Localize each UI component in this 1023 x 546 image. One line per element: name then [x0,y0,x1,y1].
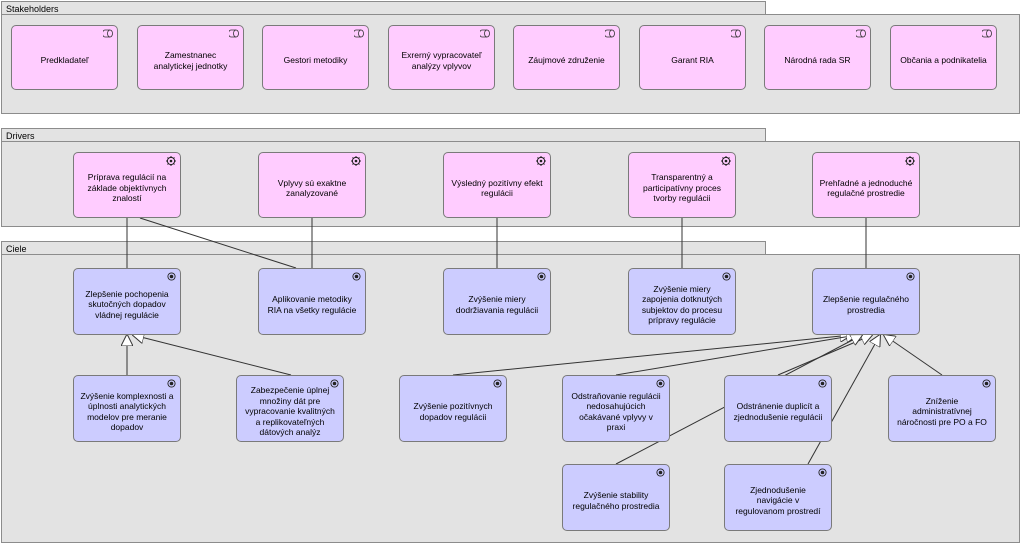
goal-target-icon [722,272,731,281]
driver-label: Príprava regulácií na základe objektívny… [87,172,167,204]
goal-label: Zvýšenie stability regulačného prostredi… [572,490,660,511]
edge-goal7-goal1 [133,335,292,376]
goal-label: Zníženie administratívnej náročnosti pre… [897,395,987,427]
actor-role-icon [731,29,741,38]
stakeholder-zaujmove-zdruzenie[interactable]: Záujmové združenie [513,25,620,90]
goal-label: Zlepšenie regulačného prostredia [822,294,909,315]
edge-goal8-goal5 [452,335,851,376]
goal-target-icon [537,272,546,281]
stakeholder-gestori[interactable]: Gestori metodiky [262,25,369,90]
stakeholder-label: Zamestnanec analytickej jednotky [153,50,228,71]
edge-goal9-goal5 [615,335,857,376]
driver-gear-icon [166,156,176,166]
goal-target-icon [167,272,176,281]
goal-label: Zvýšenie komplexnosti a úplnosti analyti… [80,390,174,433]
driver-gear-icon [721,156,731,166]
driver-gear-icon [536,156,546,166]
goal-label: Zvýšenie miery dodržiavania regulácii [455,294,539,315]
goal-target-icon [818,468,827,477]
goal-stabilita-prostredia[interactable]: Zvýšenie stability regulačného prostredi… [562,464,670,531]
stakeholder-label: Záujmové združenie [528,55,605,66]
goal-label: Zvýšenie miery zapojenia dotknutých subj… [641,283,723,326]
goal-znizenie-narocnosti[interactable]: Zníženie administratívnej náročnosti pre… [888,375,996,442]
goal-pozitivne-dopady[interactable]: Zvýšenie pozitívnych dopadov regulácii [399,375,507,442]
actor-role-icon [856,29,866,38]
stakeholder-garant-ria[interactable]: Garant RIA [639,25,746,90]
actor-role-icon [103,29,113,38]
goal-zlepsenie-pochopenia[interactable]: Zlepšenie pochopenia skutočných dopadov … [73,268,181,335]
goal-zlepsenie-prostredia[interactable]: Zlepšenie regulačného prostredia [812,268,920,335]
goal-zjednodusenie-navigacie[interactable]: Zjednodušenie navigácie v regulovanom pr… [724,464,832,531]
goal-target-icon [656,379,665,388]
driver-gear-icon [905,156,915,166]
goal-target-icon [330,379,339,388]
driver-prehladne-prostredie[interactable]: Prehľadné a jednoduché regulačné prostre… [812,152,920,218]
stakeholder-label: Exrerný vypracovateľ analýzy vplyvov [401,50,482,71]
driver-gear-icon [351,156,361,166]
goal-label: Zvýšenie pozitívnych dopadov regulácii [413,401,493,422]
goal-dodrziavanie-regulacii[interactable]: Zvýšenie miery dodržiavania regulácii [443,268,551,335]
stakeholder-label: Garant RIA [671,55,714,66]
driver-label: Výsledný pozitívny efekt regulácii [451,177,543,199]
goal-target-icon [818,379,827,388]
driver-transparentny-proces[interactable]: Transparentný a participatívny proces tv… [628,152,736,218]
stakeholder-narodna-rada[interactable]: Národná rada SR [764,25,871,90]
stakeholder-zamestnanec[interactable]: Zamestnanec analytickej jednotky [137,25,244,90]
edge-goal13-goal5 [807,335,880,465]
edge-driver1-goal2 [139,217,297,269]
goal-label: Zabezpečenie úplnej množiny dát pre vypr… [245,385,335,438]
goal-label: Zlepšenie pochopenia skutočných dopadov … [85,288,169,320]
goal-odstranenie-duplicit[interactable]: Odstránenie duplicít a zjednodušenie reg… [724,375,832,442]
driver-label: Transparentný a participatívny proces tv… [643,172,721,204]
stakeholder-label: Gestori metodiky [283,55,348,66]
actor-role-icon [605,29,615,38]
goal-target-icon [906,272,915,281]
stakeholder-label: Občania a podnikatelia [900,55,987,66]
goal-target-icon [352,272,361,281]
goal-target-icon [167,379,176,388]
goal-komplexnost-modelov[interactable]: Zvýšenie komplexnosti a úplnosti analyti… [73,375,181,442]
edge-goal11-goal5 [884,335,943,376]
goal-label: Zjednodušenie navigácie v regulovanom pr… [735,484,821,516]
goal-label: Aplikovanie metodiky RIA na všetky regul… [267,294,357,315]
stakeholder-obcania-podnikatelia[interactable]: Občania a podnikatelia [890,25,997,90]
goal-target-icon [656,468,665,477]
stakeholder-label: Národná rada SR [784,55,851,66]
goal-target-icon [982,379,991,388]
goal-aplikovanie-metodiky[interactable]: Aplikovanie metodiky RIA na všetky regul… [258,268,366,335]
driver-vplyvy-zanalyzovane[interactable]: Vplyvy sú exaktne zanalyzované [258,152,366,218]
stakeholder-predkladatel[interactable]: Predkladateľ [11,25,118,90]
driver-label: Vplyvy sú exaktne zanalyzované [277,177,347,199]
driver-label: Prehľadné a jednoduché regulačné prostre… [819,177,913,199]
goal-zapojenie-subjektov[interactable]: Zvýšenie miery zapojenia dotknutých subj… [628,268,736,335]
driver-pozitivny-efekt[interactable]: Výsledný pozitívny efekt regulácii [443,152,551,218]
goal-odstranovanie-regulacii[interactable]: Odstraňovanie regulácii nedosahujúcich o… [562,375,670,442]
goal-target-icon [493,379,502,388]
actor-role-icon [982,29,992,38]
actor-role-icon [480,29,490,38]
stakeholder-externy-vypracovatel[interactable]: Exrerný vypracovateľ analýzy vplyvov [388,25,495,90]
goal-label: Odstránenie duplicít a zjednodušenie reg… [733,401,823,422]
actor-role-icon [229,29,239,38]
driver-priprava-regulacii[interactable]: Príprava regulácií na základe objektívny… [73,152,181,218]
actor-role-icon [354,29,364,38]
goal-label: Odstraňovanie regulácii nedosahujúcich o… [571,390,661,433]
stakeholder-label: Predkladateľ [40,55,89,66]
goal-uplna-mnozina-dat[interactable]: Zabezpečenie úplnej množiny dát pre vypr… [236,375,344,442]
